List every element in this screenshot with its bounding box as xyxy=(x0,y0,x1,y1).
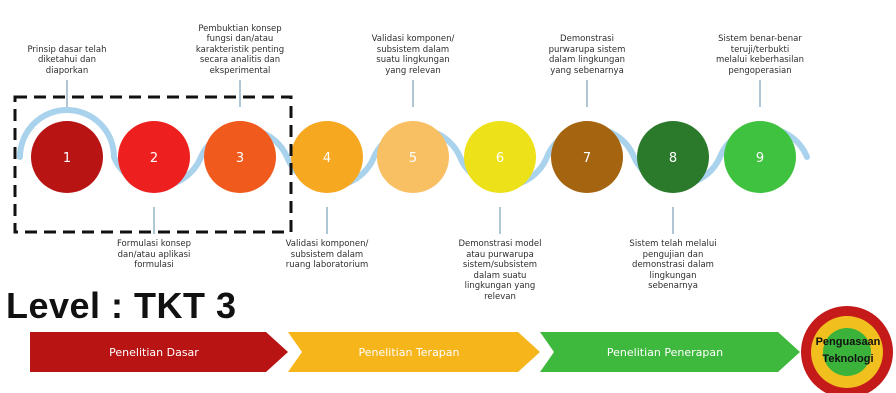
level-2-circle xyxy=(118,121,190,193)
level-7-number: 7 xyxy=(583,151,591,166)
level-5-number: 5 xyxy=(409,151,417,166)
level-3-number: 3 xyxy=(236,151,244,166)
level-6-circle xyxy=(464,121,536,193)
technology-mastery-target xyxy=(801,306,893,393)
phase-arrows: Penelitian Dasar Penelitian Terapan Peneli… xyxy=(30,332,800,372)
level-7-circle xyxy=(551,121,623,193)
level-4-circle xyxy=(291,121,363,193)
current-level-highlight-box xyxy=(13,95,293,234)
level-6-description: Demonstrasi model atau purwarupa sistem/… xyxy=(458,239,542,302)
level-5-description: Validasi komponen/ subsistem dalam suatu… xyxy=(371,34,455,76)
level-9-description: Sistem benar-benar teruji/terbukti melal… xyxy=(715,34,805,76)
level-6-number: 6 xyxy=(496,151,504,166)
connectors xyxy=(66,80,761,234)
phase-arrow-2-label: Penelitian Terapan xyxy=(358,346,459,359)
level-8-description: Sistem telah melalui pengujian dan demon… xyxy=(629,239,717,291)
level-3-circle xyxy=(204,121,276,193)
level-3-description: Pembuktian konsep fungsi dan/atau karakt… xyxy=(195,23,285,76)
level-1-circle xyxy=(31,121,103,193)
level-5-circle xyxy=(377,121,449,193)
technology-mastery-label-line2: Teknologi xyxy=(822,353,874,365)
phase-arrow-3 xyxy=(540,332,800,372)
level-2-number: 2 xyxy=(150,151,158,166)
level-2-description: Formulasi konsep dan/atau aplikasi formu… xyxy=(116,239,192,270)
phase-arrow-2 xyxy=(288,332,540,372)
level-8-circle xyxy=(637,121,709,193)
level-circles: 1 2 3 4 5 6 7 8 9 xyxy=(31,121,796,193)
phase-arrow-1-label: Penelitian Dasar xyxy=(109,346,199,359)
phase-arrow-1 xyxy=(30,332,288,372)
current-level-label: Level : TKT 3 xyxy=(6,285,237,326)
target-ring-inner xyxy=(823,328,871,376)
technology-mastery-label-line1: Penguasaan xyxy=(815,336,881,348)
level-1-description: Prinsip dasar telah diketahui dan diapor… xyxy=(27,44,107,76)
level-8-number: 8 xyxy=(669,151,677,166)
level-9-number: 9 xyxy=(756,151,764,166)
level-9-circle xyxy=(724,121,796,193)
level-4-number: 4 xyxy=(323,151,331,166)
level-7-description: Demonstrasi purwarupa sistem dalam lingk… xyxy=(548,34,626,76)
level-4-description: Validasi komponen/ subsistem dalam ruang… xyxy=(285,239,369,270)
phase-arrow-3-label: Penelitian Penerapan xyxy=(607,346,723,359)
level-1-number: 1 xyxy=(63,151,71,166)
